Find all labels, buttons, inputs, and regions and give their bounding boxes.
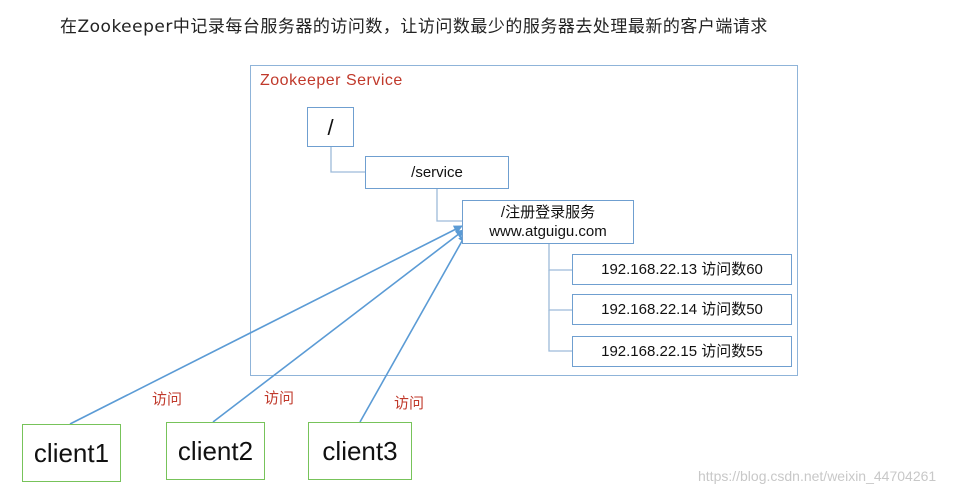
znode-service: /service bbox=[365, 156, 509, 189]
arrow-client1-to-register bbox=[69, 225, 463, 425]
source-watermark: https://blog.csdn.net/weixin_44704261 bbox=[698, 468, 937, 484]
znode-register-path: /注册登录服务 bbox=[500, 204, 596, 221]
znode-register-service: /注册登录服务 www.atguigu.com bbox=[462, 200, 634, 244]
client-3-label: client3 bbox=[322, 435, 398, 466]
edge-register-to-ip2 bbox=[548, 270, 572, 311]
zookeeper-service-container bbox=[250, 65, 798, 376]
znode-root: / bbox=[307, 107, 354, 147]
znode-service-label: /service bbox=[411, 164, 463, 181]
server-node-3-label: 192.168.22.15 访问数55 bbox=[601, 343, 763, 360]
edge-register-to-ip1 bbox=[548, 244, 572, 271]
edge-register-to-ip3 bbox=[548, 310, 572, 352]
client-2-label: client2 bbox=[177, 435, 254, 466]
server-node-2-label: 192.168.22.14 访问数50 bbox=[601, 301, 763, 318]
edge-label-client3: 访问 bbox=[394, 395, 425, 412]
zookeeper-service-label: Zookeeper Service bbox=[260, 72, 403, 89]
edge-service-to-register bbox=[436, 189, 462, 222]
edge-label-client1: 访问 bbox=[152, 391, 183, 408]
server-node-1-label: 192.168.22.13 访问数60 bbox=[601, 261, 763, 278]
client-1-label: client1 bbox=[33, 437, 110, 468]
znode-register-domain: www.atguigu.com bbox=[489, 223, 607, 240]
server-node-2: 192.168.22.14 访问数50 bbox=[572, 294, 792, 325]
client-box-3: client3 bbox=[308, 422, 412, 480]
client-box-2: client2 bbox=[166, 422, 265, 480]
title-brand: Zookeeper bbox=[77, 17, 173, 37]
arrow-client3-to-register bbox=[359, 233, 467, 423]
title-suffix: 中记录每台服务器的访问数，让访问数最少的服务器去处理最新的客户端请求 bbox=[172, 17, 768, 37]
server-node-1: 192.168.22.13 访问数60 bbox=[572, 254, 792, 285]
edge-root-to-service bbox=[330, 147, 365, 173]
edge-label-client2: 访问 bbox=[264, 390, 295, 407]
client-box-1: client1 bbox=[22, 424, 121, 482]
diagram-title: 在Zookeeper中记录每台服务器的访问数，让访问数最少的服务器去处理最新的客… bbox=[60, 12, 920, 37]
title-prefix: 在 bbox=[60, 17, 78, 37]
znode-root-label: / bbox=[327, 114, 334, 140]
arrow-client2-to-register bbox=[212, 229, 465, 423]
server-node-3: 192.168.22.15 访问数55 bbox=[572, 336, 792, 367]
